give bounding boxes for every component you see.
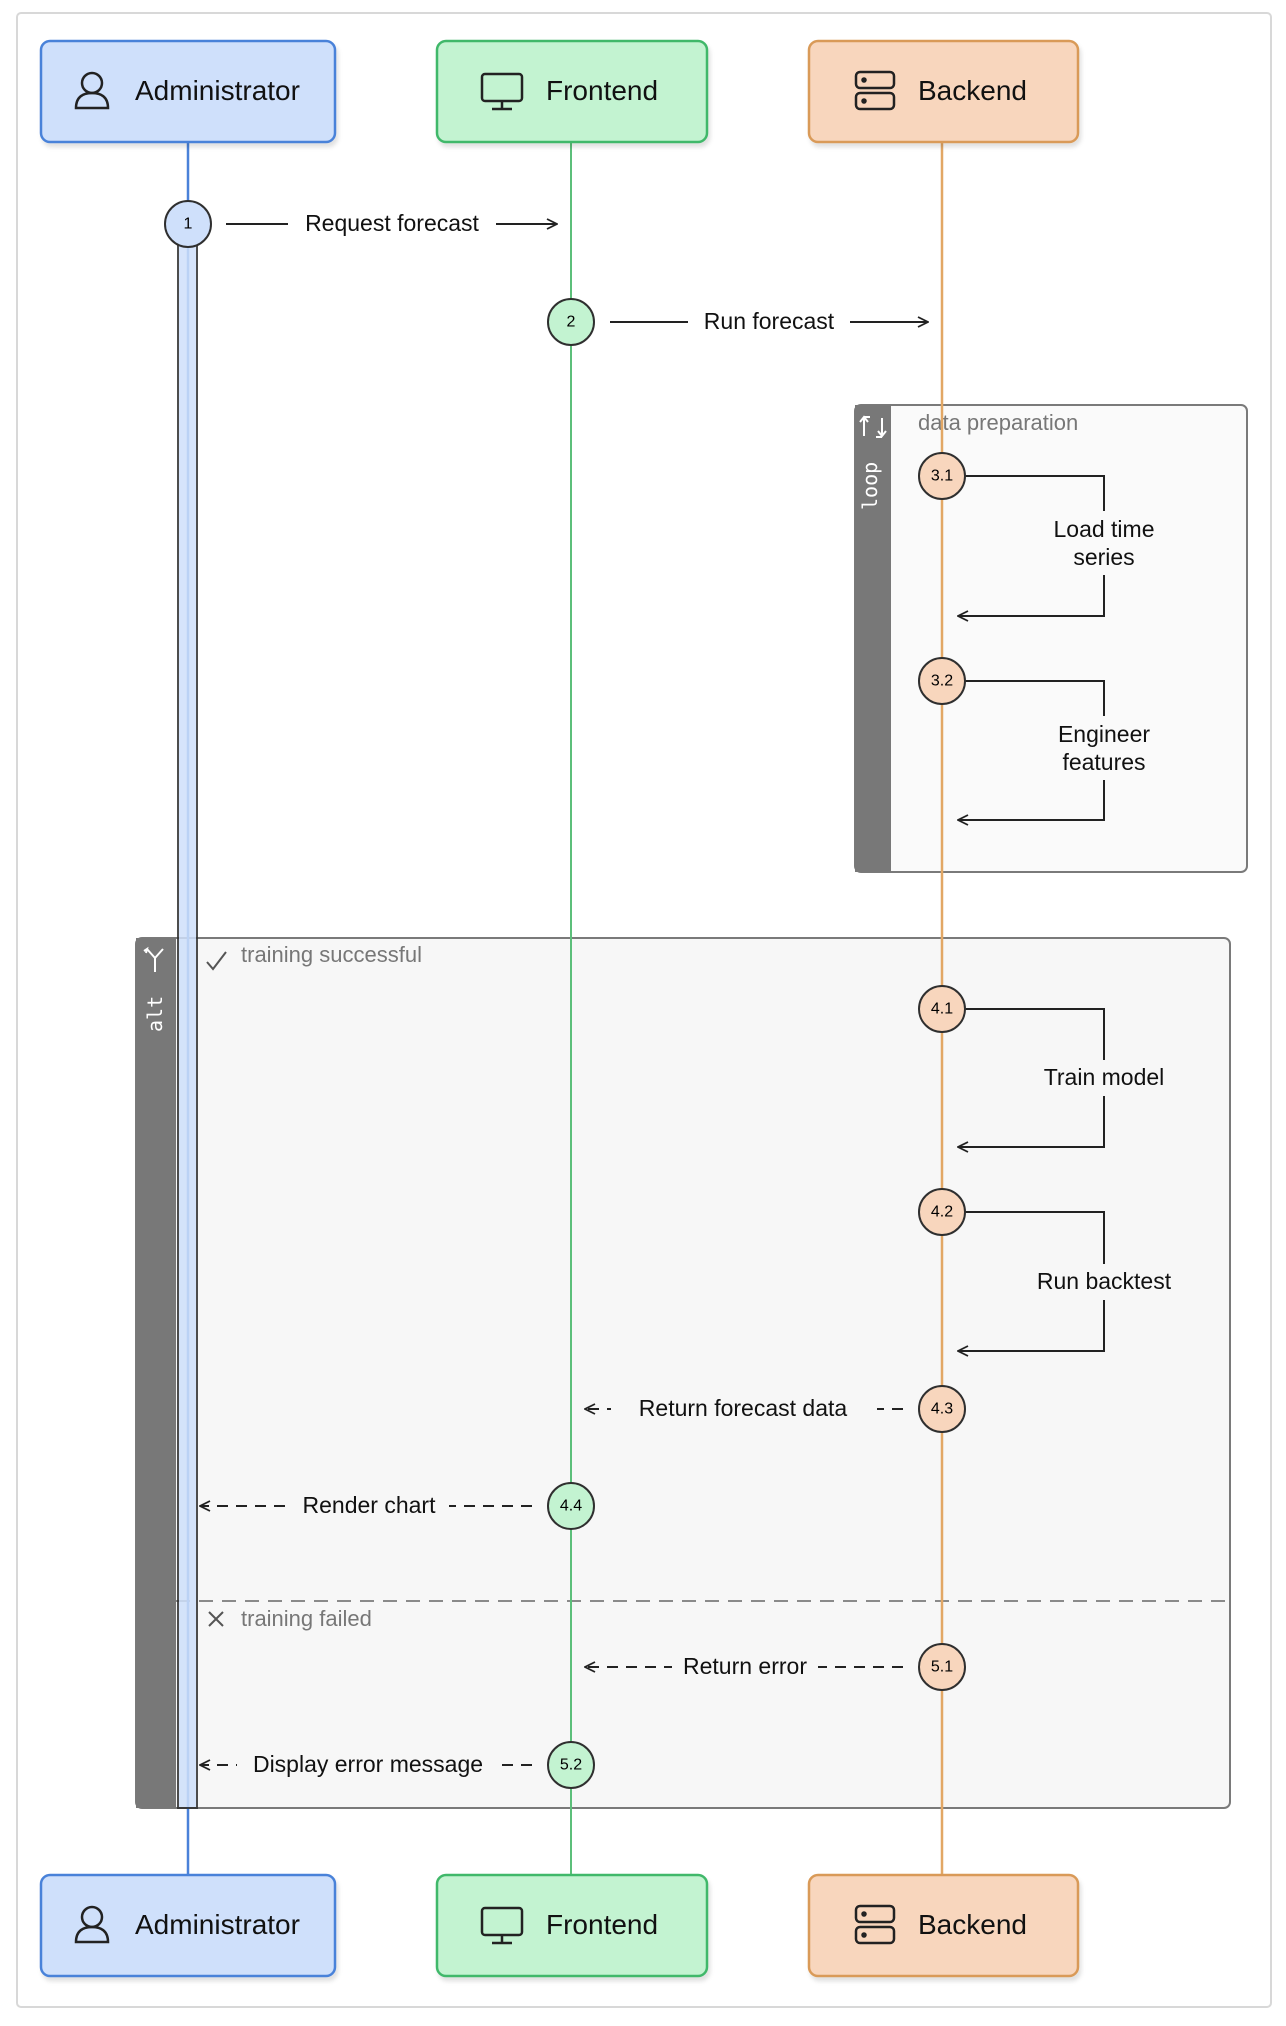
loop-condition: data preparation: [918, 410, 1078, 435]
check-icon: [206, 951, 227, 971]
participant-label: Administrator: [135, 75, 300, 106]
user-icon: [74, 71, 110, 110]
message-label: Run backtest: [1037, 1268, 1172, 1294]
loop-keyword: loop: [858, 462, 882, 510]
message-label: Display error message: [253, 1751, 483, 1777]
participant-label: Frontend: [546, 75, 658, 106]
message-label: Train model: [1044, 1064, 1165, 1090]
message-number: 5.2: [560, 1757, 582, 1774]
message-label: Render chart: [303, 1492, 437, 1518]
participant-label: Backend: [918, 1909, 1027, 1940]
server-icon: [854, 70, 896, 111]
message-4-4: 4.4 Render chart: [200, 1482, 595, 1530]
admin-activation-bar: [177, 221, 198, 1809]
message-label: Return error: [683, 1653, 807, 1679]
message-label: Run forecast: [704, 308, 835, 334]
message-number: 4.4: [560, 1498, 582, 1515]
monitor-icon: [480, 1906, 524, 1945]
message-number: 5.1: [931, 1659, 953, 1676]
message-4-1: 4.1 Train model: [918, 985, 1174, 1147]
participant-backend-top: Backend: [807, 39, 1080, 144]
monitor-icon: [480, 72, 524, 111]
message-label: Return forecast data: [639, 1395, 848, 1421]
participant-backend-bottom: Backend: [807, 1873, 1080, 1978]
participant-admin-top: Administrator: [39, 39, 337, 144]
message-2: 2 Run forecast: [547, 298, 928, 346]
message-5-2: 5.2 Display error message: [200, 1741, 595, 1789]
participant-frontend-top: Frontend: [435, 39, 709, 144]
message-number: 4.1: [931, 1001, 953, 1018]
participant-frontend-bottom: Frontend: [435, 1873, 709, 1978]
participant-label: Administrator: [135, 1909, 300, 1940]
message-number: 3.2: [931, 673, 953, 690]
message-4-3: 4.3 Return forecast data: [585, 1385, 966, 1433]
message-1: 1 Request forecast: [164, 200, 557, 248]
alt-branch-success: training successful: [241, 942, 422, 967]
message-number: 4.2: [931, 1204, 953, 1221]
message-number: 3.1: [931, 468, 953, 485]
participant-admin-bottom: Administrator: [39, 1873, 337, 1978]
participant-label: Backend: [918, 75, 1027, 106]
message-5-1: 5.1 Return error: [585, 1643, 966, 1691]
message-number: 1: [184, 216, 193, 233]
alt-keyword: alt: [143, 996, 167, 1032]
alt-branch-failed: training failed: [241, 1606, 372, 1631]
server-icon: [854, 1904, 896, 1945]
user-icon: [74, 1905, 110, 1944]
message-4-2: 4.2 Run backtest: [918, 1188, 1180, 1351]
loop-icon: [859, 415, 887, 438]
messages: 1 Request forecast 2 Run forecast 3.1 Lo…: [164, 200, 1180, 1789]
message-label: Request forecast: [305, 210, 479, 236]
branch-icon: [143, 946, 164, 972]
message-number: 4.3: [931, 1401, 953, 1418]
alt-fragment: alt training successful training failed: [135, 937, 1231, 1809]
x-icon: [208, 1611, 224, 1627]
participant-label: Frontend: [546, 1909, 658, 1940]
message-number: 2: [567, 314, 576, 331]
